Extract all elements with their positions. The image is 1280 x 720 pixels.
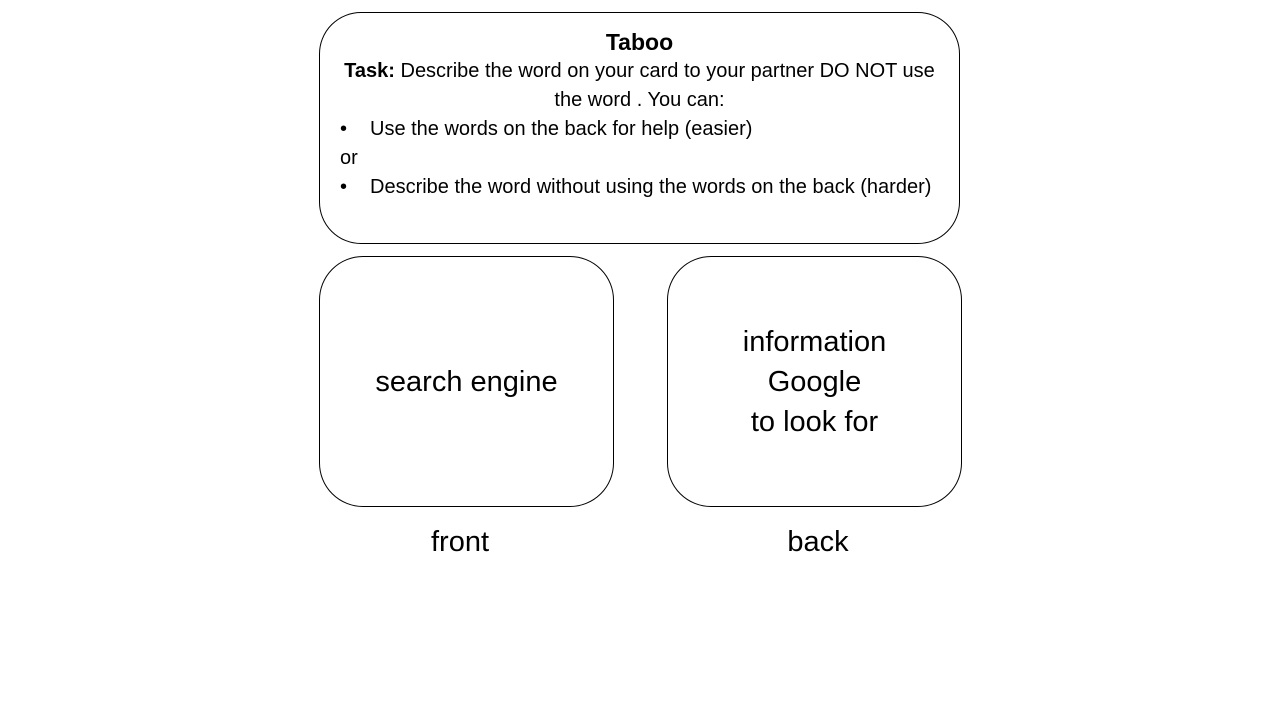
bullet-icon: • <box>340 118 348 140</box>
task-title: Taboo <box>605 29 674 55</box>
back-word-1: information <box>742 325 887 358</box>
task-description-text: Describe the word on your card to your p… <box>394 60 935 111</box>
card-back: information Google to look for <box>667 256 962 507</box>
task-box: Taboo Task: Describe the word on your ca… <box>319 12 960 244</box>
bullet-text: Describe the word without using the word… <box>370 176 932 198</box>
back-word-2: Google <box>767 365 862 398</box>
front-word: search engine <box>375 365 558 398</box>
bullet-item-easier: • Use the words on the back for help (ea… <box>340 115 939 144</box>
task-description: Task: Describe the word on your card to … <box>340 57 939 115</box>
back-word-3: to look for <box>750 405 879 438</box>
task-label: Task: <box>344 60 395 82</box>
card-front: search engine <box>319 256 614 507</box>
caption-front: front <box>430 526 490 558</box>
bullet-icon: • <box>340 176 348 198</box>
bullet-item-harder: • Describe the word without using the wo… <box>340 173 939 202</box>
bullet-text: Use the words on the back for help (easi… <box>370 118 753 140</box>
separator-or: or <box>340 147 358 169</box>
caption-back: back <box>787 526 849 558</box>
